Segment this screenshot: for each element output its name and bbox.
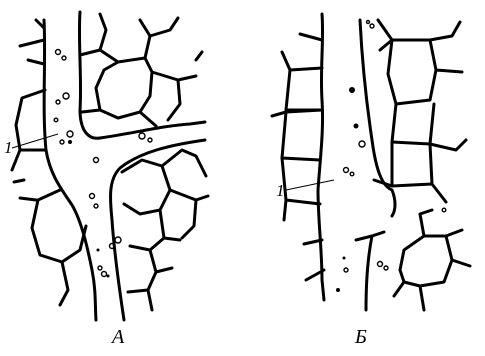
panel-b-cell (286, 68, 322, 110)
panel-a-callout-label: 1 (4, 138, 13, 157)
panel-b-cell (392, 142, 432, 186)
panel-b-dots (336, 87, 359, 292)
panel-b-cell (394, 282, 404, 296)
panel-a (12, 12, 208, 320)
panel-b-cell (400, 236, 452, 286)
panel-a-cell (170, 190, 208, 200)
panel-a-channel-left-wall (44, 20, 96, 320)
panel-a-cell (168, 80, 180, 120)
panel-a-cell (20, 40, 44, 46)
panel-a-cell (145, 18, 178, 58)
panel-a-cell (20, 198, 36, 200)
panel-a-cell (148, 290, 152, 310)
panel-b-cell (432, 184, 446, 202)
panel-a-cell (162, 150, 206, 176)
panel-b (272, 14, 470, 310)
panel-a-cell (96, 50, 152, 118)
panel-a-cell (140, 112, 156, 126)
panel-a-cell (140, 20, 150, 36)
panel-b-cell (378, 20, 436, 104)
panel-a-cell (128, 250, 156, 292)
panel-a-cell (16, 90, 46, 150)
panel-b-cell (282, 110, 322, 160)
panel-a-cell (152, 72, 196, 80)
panel-a-cell (182, 200, 196, 238)
panel-b-cell (430, 22, 460, 40)
panel-a-cell (164, 238, 180, 240)
panel-b-cell (282, 52, 290, 70)
panel-b-cell (452, 260, 470, 266)
panel-a-cell (32, 190, 86, 262)
panel-b-caption: Б (354, 326, 367, 348)
panel-b-callout-line (286, 180, 334, 190)
panel-b-callout-label: 1 (276, 181, 285, 200)
panel-b-cell (284, 200, 286, 220)
panel-a-cell (12, 150, 20, 170)
panel-a-cell (82, 110, 100, 112)
panel-a-cell (80, 14, 106, 55)
panel-b-cell (430, 140, 466, 150)
panel-a-cell (156, 268, 172, 272)
panel-b-cell (272, 112, 286, 116)
panel-b-cell (436, 70, 462, 72)
panel-a-cell (122, 160, 170, 214)
panel-a-caption: А (110, 326, 125, 348)
panel-b-cell (392, 104, 434, 144)
panel-b-cell (282, 158, 320, 204)
panel-a-cell (60, 262, 68, 305)
panel-b-cell (446, 230, 462, 236)
panel-a-cell (130, 210, 164, 250)
panel-b-cell (300, 34, 322, 40)
panel-a-dots (68, 126, 158, 277)
panel-b-cell (420, 286, 424, 310)
panel-b-cell (420, 210, 432, 236)
panel-b-channel-left-wall (318, 14, 324, 300)
panel-a-channel-right-wall-upper (79, 12, 205, 138)
panel-b-collapsed-wall (366, 236, 372, 310)
